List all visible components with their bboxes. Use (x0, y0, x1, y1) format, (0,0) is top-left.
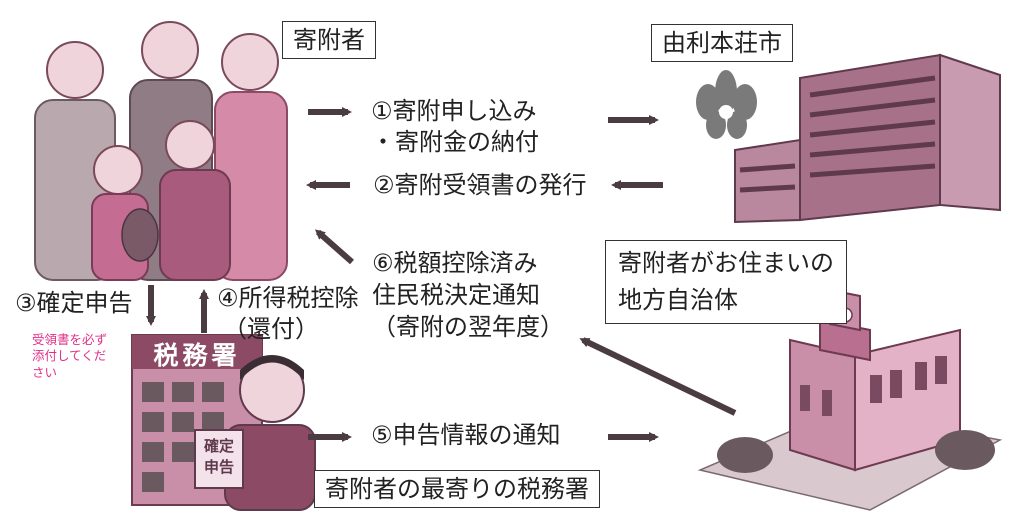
step4-label: ④所得税控除 （還付） (217, 283, 359, 345)
step6-label: ⑥税額控除済み 住民税決定通知 （寄附の翌年度） (372, 248, 564, 344)
family-illustration (34, 21, 288, 281)
step6-line2: 住民税決定通知 (372, 280, 540, 309)
step1-line2: ・寄附金の納付 (371, 128, 539, 157)
tax-office-building (131, 334, 316, 511)
step4-line2: （還付） (223, 315, 319, 344)
local-government-building (697, 288, 1003, 511)
step5-label: ⑤申告情報の通知 (371, 421, 561, 449)
tax-office-box: 寄附者の最寄りの税務署 (314, 470, 600, 509)
step1-label: ①寄附申し込み ・寄附金の納付 (371, 96, 539, 158)
city-emblem (696, 70, 757, 139)
step3-label: ③確定申告 (15, 289, 133, 317)
local-government-box: 寄附者がお住まいの 地方自治体 (605, 240, 847, 325)
city-box: 由利本荘市 (651, 24, 793, 63)
city-hall-building (734, 53, 1001, 224)
arrow-6-lower (579, 337, 737, 416)
kakutei-sign-line2: 申告 (203, 458, 234, 476)
step2-label: ②寄附受領書の発行 (373, 171, 587, 199)
step6-line3: （寄附の翌年度） (372, 312, 564, 341)
arrow-6-upper (315, 229, 354, 265)
donor-box: 寄附者 (282, 21, 376, 60)
step1-line1: ①寄附申し込み (371, 97, 537, 125)
kakutei-shinkoku-sign: 確定 申告 (196, 436, 242, 478)
tax-office-sign: 税務署 (153, 341, 241, 370)
flow-arrows (146, 107, 737, 442)
kakutei-sign-line1: 確定 (203, 437, 234, 455)
receipt-note: 受領書を必ず 添付してくだ さい (32, 332, 108, 380)
step6-line1: ⑥税額控除済み (372, 249, 538, 277)
step4-line1: ④所得税控除 (217, 284, 359, 312)
